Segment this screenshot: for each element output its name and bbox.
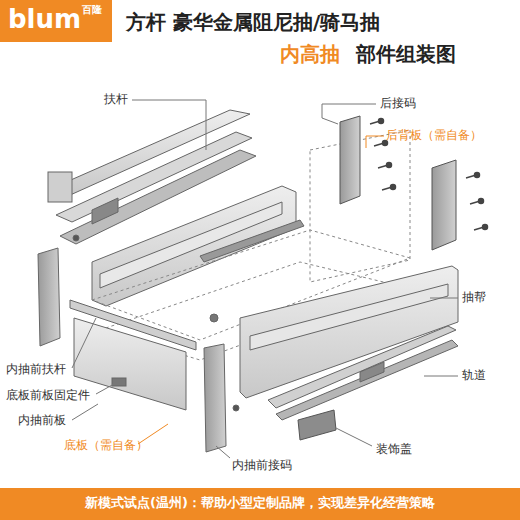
drawer-side-left <box>92 186 304 322</box>
subtitle: 内高抽 <box>280 42 340 66</box>
part-label: 后背板（需自备） <box>386 128 482 142</box>
subtitle: 部件组装图 <box>356 42 456 66</box>
part-label: 内抽前板 <box>18 413 66 427</box>
cover-cap <box>298 410 336 440</box>
part-label: 底板前板固定件 <box>6 388 90 402</box>
front-parts <box>38 248 239 452</box>
title: 方杆 豪华金属阻尼抽/骑马抽 <box>126 10 380 34</box>
bottom-band <box>0 488 520 520</box>
logo: blum <box>8 4 81 35</box>
part-label: 轨道 <box>462 368 486 382</box>
part-label: 后接码 <box>380 96 416 110</box>
leader-lines <box>72 100 458 458</box>
part-label: 底板（需自备） <box>64 438 148 452</box>
drawer-side-right <box>240 266 458 398</box>
part-label: 扶杆 <box>104 92 128 106</box>
logo-ground <box>0 0 112 42</box>
part-label: 内抽前接码 <box>232 458 292 472</box>
screws <box>370 119 488 231</box>
part-label: 抽帮 <box>462 290 486 304</box>
part-label: 装饰盖 <box>376 442 412 456</box>
runner <box>268 326 458 420</box>
part-label: 内抽前扶杆 <box>6 362 66 376</box>
caption: 新模式试点(温州)：帮助小型定制品牌，实现差异化经营策略 <box>85 495 435 511</box>
logo-cn: 百隆 <box>82 4 102 16</box>
